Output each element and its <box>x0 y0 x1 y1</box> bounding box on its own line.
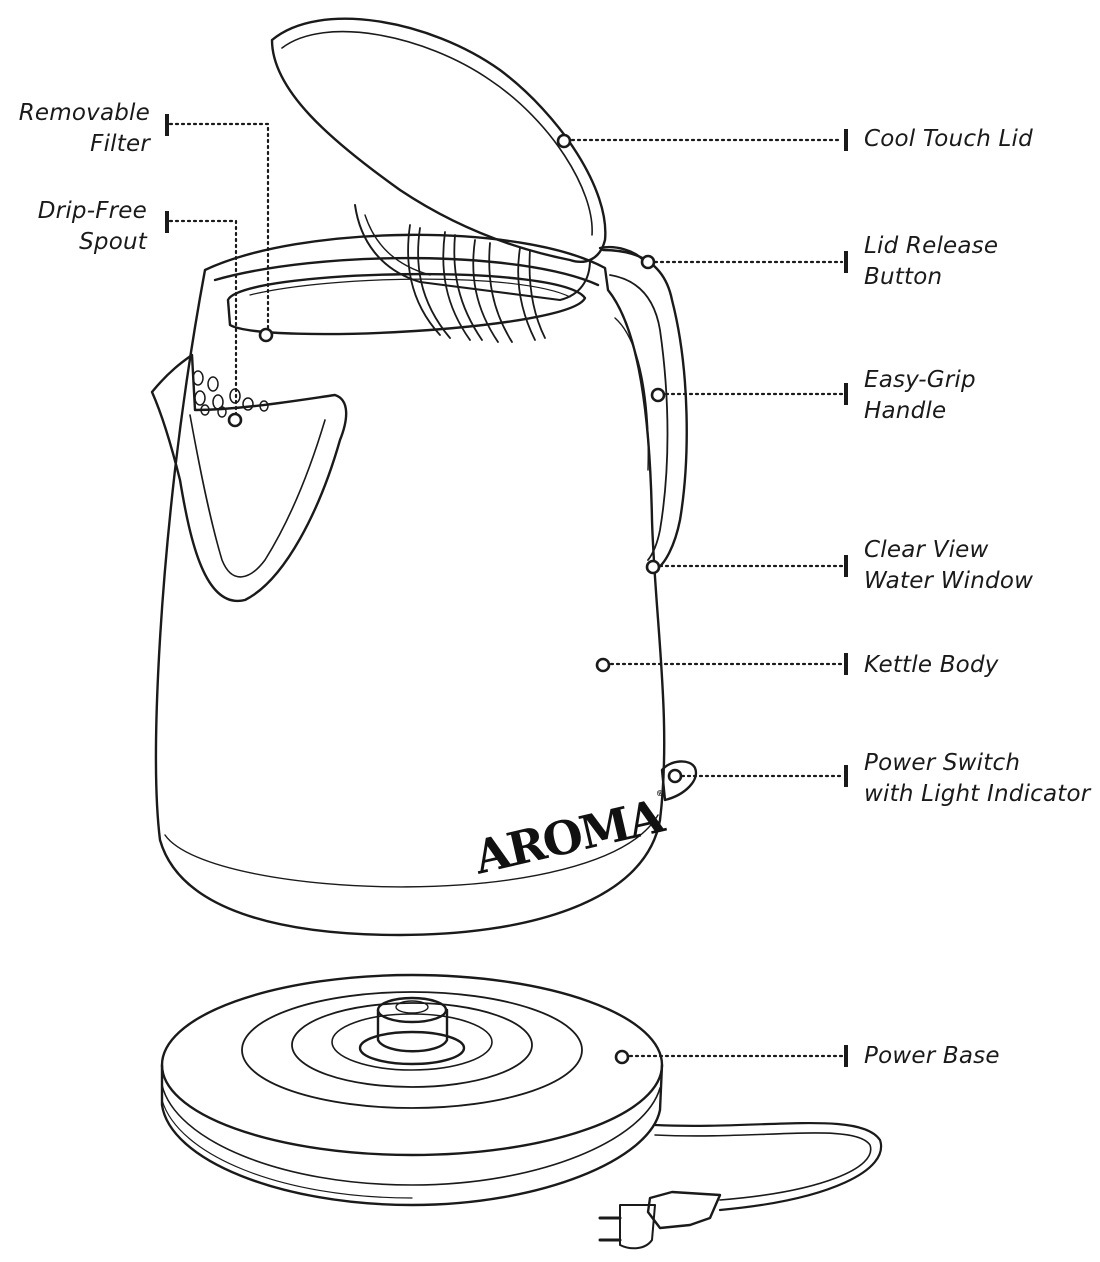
point-power-base <box>616 1051 628 1063</box>
label-lid-release-button: Lid Release Button <box>864 231 998 293</box>
label-power-base: Power Base <box>864 1041 1000 1072</box>
point-handle <box>652 389 664 401</box>
leader-removable-filter <box>170 124 268 333</box>
power-base-drawing <box>162 975 662 1205</box>
lid-drawing <box>272 19 605 342</box>
point-kettle-body <box>597 659 609 671</box>
point-removable-filter <box>260 329 272 341</box>
point-lid-release <box>642 256 654 268</box>
label-cool-touch-lid: Cool Touch Lid <box>864 124 1033 155</box>
label-clear-view-water-window: Clear View Water Window <box>864 535 1033 597</box>
point-power-switch <box>669 770 681 782</box>
point-drip-free-spout <box>229 414 241 426</box>
power-cord-drawing <box>600 1123 881 1248</box>
label-kettle-body: Kettle Body <box>864 650 999 681</box>
label-removable-filter: Removable Filter <box>19 98 150 160</box>
callout-bars <box>167 114 846 1067</box>
point-water-window <box>647 561 659 573</box>
point-cool-touch-lid <box>558 135 570 147</box>
label-easy-grip-handle: Easy-Grip Handle <box>864 365 976 427</box>
label-power-switch: Power Switch with Light Indicator <box>864 748 1090 810</box>
label-drip-free-spout: Drip-Free Spout <box>38 196 147 258</box>
leader-drip-free-spout <box>170 221 236 418</box>
spout-drawing <box>152 355 346 601</box>
